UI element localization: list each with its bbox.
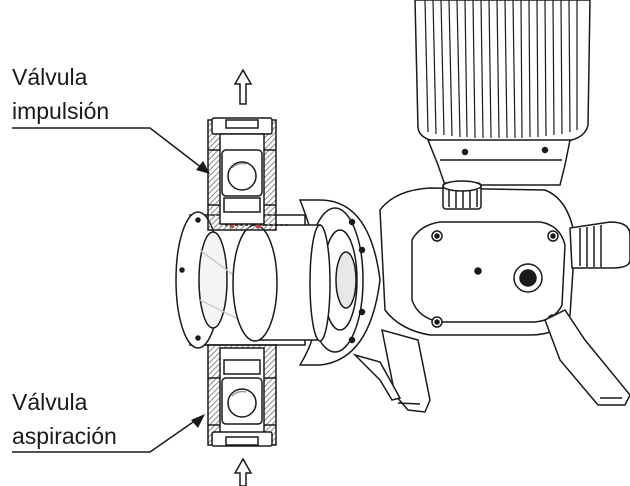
leader-line-suction — [12, 414, 205, 453]
motor-fins — [424, 0, 578, 139]
support-legs — [352, 309, 630, 413]
suction-valve — [207, 344, 277, 447]
discharge-valve — [207, 117, 277, 231]
suction-valve-label-line1: Válvula — [12, 389, 88, 415]
flow-in-arrow-icon — [233, 457, 253, 486]
suction-valve-label-line2: aspiración — [12, 423, 117, 449]
discharge-valve-label-line2: impulsión — [12, 98, 110, 124]
leader-arrow-icon — [196, 161, 210, 174]
motor — [414, 0, 591, 186]
stroke-adjust-knob — [569, 221, 630, 269]
diaphragm-chamber — [225, 223, 331, 342]
oil-cap — [442, 180, 482, 210]
discharge-valve-label-line1: Válvula — [12, 64, 88, 90]
flow-out-arrow-icon — [233, 68, 253, 105]
leader-line-discharge — [12, 127, 210, 174]
leader-arrow-icon — [191, 414, 205, 428]
gearbox-housing — [379, 187, 576, 336]
